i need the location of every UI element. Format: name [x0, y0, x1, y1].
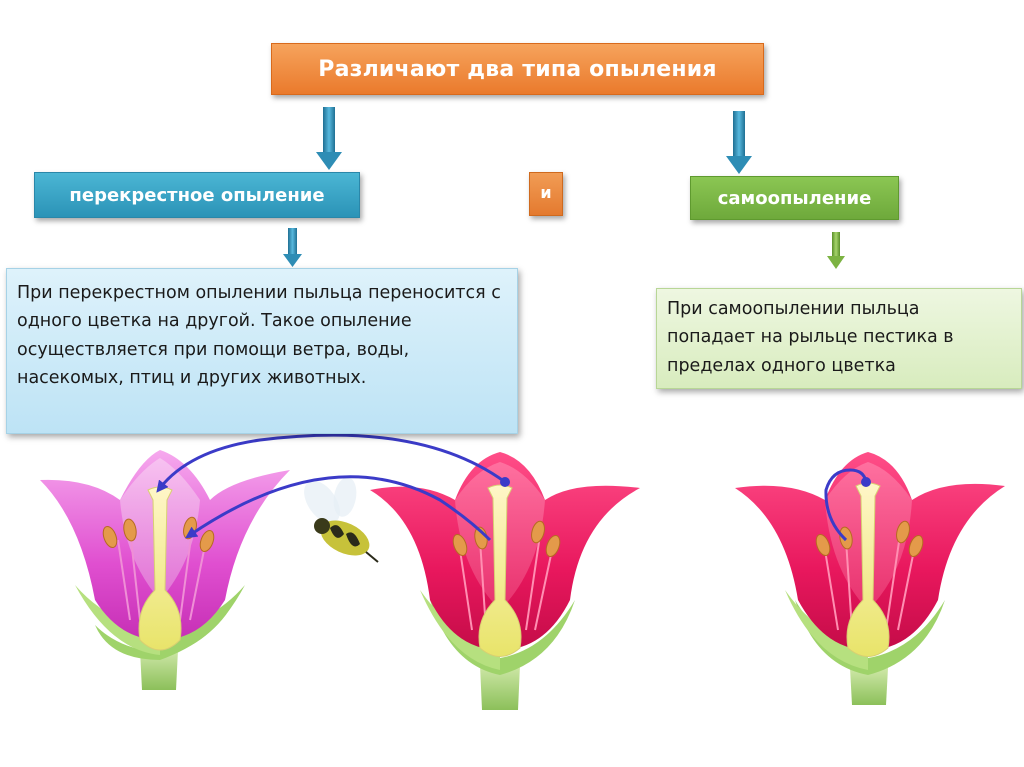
bee-icon	[304, 477, 379, 563]
down-arrow-icon	[283, 228, 302, 267]
down-arrow-icon	[827, 232, 845, 269]
cross-pollination-label: перекрестное опыление	[34, 172, 360, 218]
connector-badge: и	[529, 172, 563, 216]
title-text: Различают два типа опыления	[318, 56, 717, 82]
cross-description-text: При перекрестном опылении пыльца перенос…	[17, 283, 501, 389]
cross-pollination-text: перекрестное опыление	[69, 184, 325, 206]
self-pollination-description: При самоопылении пыльца попадает на рыль…	[656, 288, 1022, 389]
connector-text: и	[540, 183, 552, 202]
self-description-text: При самоопылении пыльца попадает на рыль…	[667, 299, 954, 376]
down-arrow-icon	[726, 111, 752, 174]
flower-icon	[735, 452, 1005, 705]
flower-icon	[40, 450, 290, 690]
self-pollination-label: самоопыление	[690, 176, 899, 220]
flower-icon	[370, 452, 640, 710]
down-arrow-icon	[316, 107, 342, 170]
cross-pollination-description: При перекрестном опылении пыльца перенос…	[6, 268, 518, 434]
title-box: Различают два типа опыления	[271, 43, 764, 95]
self-pollination-text: самоопыление	[717, 187, 872, 209]
